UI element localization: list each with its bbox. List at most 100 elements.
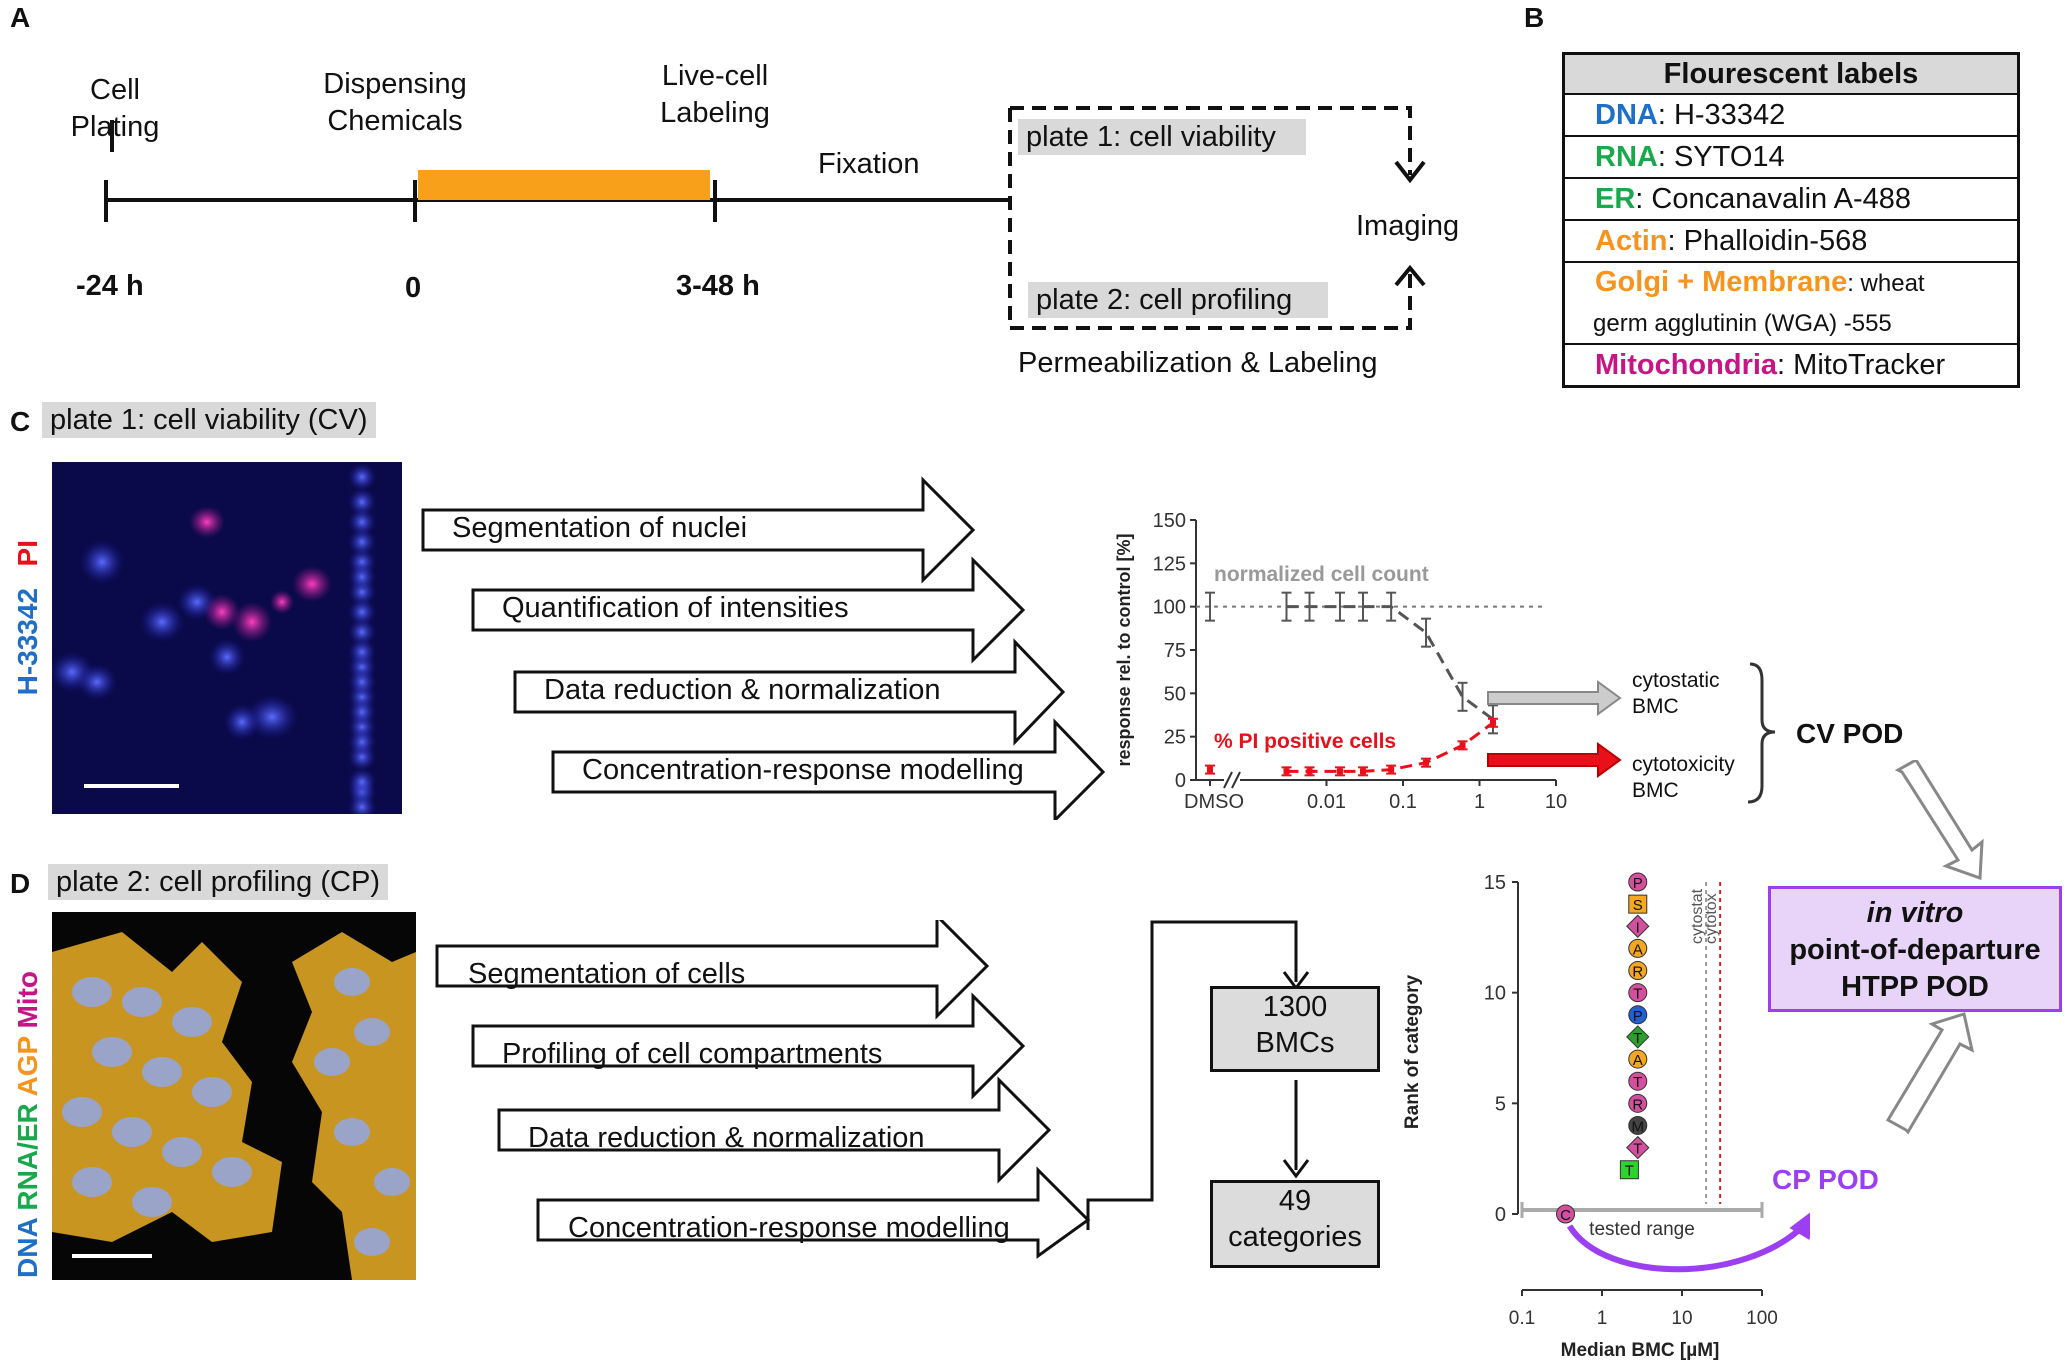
cytotoxic-arrow (1487, 742, 1622, 778)
cv-arrows (421, 476, 1106, 820)
x-tick-label: 10 (1545, 791, 1567, 813)
category-letter: R (1632, 964, 1643, 981)
y-tick-label: 25 (1164, 727, 1186, 749)
category-point (1628, 872, 1648, 892)
label-value: : SYTO14 (1657, 141, 1785, 173)
table-header: Flourescent labels (1565, 55, 2017, 93)
category-point (1628, 983, 1648, 1003)
data-marker (1207, 766, 1213, 773)
cytostatic-arrow (1487, 680, 1622, 716)
permeabilization-label: Permeabilization & Labeling (1018, 347, 1378, 379)
bmc-arrows (1487, 662, 1776, 804)
pod-arrows (1885, 760, 1984, 1135)
bmcs-box: 1300 BMCs (1210, 986, 1380, 1072)
category-point (1628, 1115, 1648, 1135)
cytotoxicity-label: cytotoxicity BMC (1632, 753, 1735, 802)
profiling-micrograph (52, 912, 416, 1280)
series-line (1286, 721, 1494, 773)
htpp-pod-box: in vitro point-of-departure HTPP POD (1768, 886, 2062, 1012)
cp-step-1: Segmentation of cells (468, 958, 746, 990)
category-point (1628, 938, 1648, 958)
label-key: ER (1595, 183, 1636, 215)
cv-step-1: Segmentation of nuclei (452, 512, 748, 544)
label-value-cont: germ agglutinin (WGA) -555 (1593, 310, 1892, 337)
plate2-tag: plate 2: cell profiling (1028, 282, 1328, 318)
step-arrow (471, 556, 1026, 664)
cp-arrows (435, 920, 1091, 1259)
plate2-title: plate 2: cell profiling (CP) (48, 864, 388, 900)
y-tick-label: 0 (1175, 770, 1186, 792)
plate1-title: plate 1: cell viability (CV) (42, 402, 376, 438)
category-point (1626, 914, 1650, 938)
y-tick-label: 50 (1164, 683, 1186, 705)
y-tick-label: 5 (1495, 1093, 1506, 1115)
category-point (1556, 1204, 1576, 1224)
category-letter: S (1633, 897, 1643, 914)
plate1-tag: plate 1: cell viability (1018, 119, 1306, 155)
category-letter: T (1633, 986, 1642, 1003)
cv-step-3: Data reduction & normalization (544, 674, 941, 706)
panel-label-a: A (10, 2, 31, 33)
panel-label-c: C (10, 406, 31, 437)
x-tick-label: 0.1 (1509, 1308, 1535, 1329)
cp-step-2: Profiling of cell compartments (502, 1038, 883, 1070)
category-point (1619, 1160, 1639, 1180)
time-0: 0 (405, 272, 422, 304)
step-arrow (421, 476, 976, 584)
x-tick-label: DMSO (1184, 791, 1244, 813)
hollow-arrow (1894, 760, 1984, 881)
label-key: Actin (1595, 225, 1668, 257)
y-tick-label: 15 (1484, 872, 1506, 894)
table-row: Actin: Phalloidin-568 (1565, 219, 2017, 261)
category-point (1628, 1093, 1648, 1113)
cp-step-4: Concentration-response modelling (568, 1212, 1010, 1244)
cell-plating-label: Cell Plating (70, 74, 160, 143)
cv-step-4: Concentration-response modelling (582, 754, 1024, 786)
step-arrow (551, 718, 1106, 820)
table-row: ER: Concanavalin A-488 (1565, 177, 2017, 219)
cv-step-2: Quantification of intensities (502, 592, 849, 624)
threshold-label: cytotox (1703, 893, 1720, 944)
time-neg24: -24 h (76, 270, 144, 302)
hollow-arrow (1885, 1012, 1975, 1135)
cp-step-3: Data reduction & normalization (528, 1122, 925, 1154)
step-arrow (497, 1076, 1052, 1184)
label-key: DNA (1595, 99, 1658, 131)
imaging-label: Imaging (1356, 210, 1460, 242)
series-line (1286, 605, 1494, 721)
y-axis-label: response rel. to control [%] (1114, 533, 1134, 766)
category-point (1628, 1005, 1648, 1025)
x-tick-label: 0.1 (1389, 791, 1417, 813)
category-letter: P (1633, 1008, 1643, 1025)
category-point (1628, 961, 1648, 981)
cp-pod-arrowhead (1789, 1212, 1810, 1240)
label-value: : MitoTracker (1777, 349, 1946, 381)
panel-label-d: D (10, 868, 31, 899)
category-letter: T (1633, 1141, 1642, 1158)
dispensing-label: Dispensing Chemicals (323, 68, 467, 137)
category-letter: A (1633, 1052, 1643, 1069)
table-row: Golgi + Membrane: wheat germ agglutinin … (1565, 261, 2017, 341)
table-row: DNA: H-33342 (1565, 93, 2017, 135)
category-letter: T (1633, 1030, 1642, 1047)
exposure-bar (418, 170, 710, 200)
live-cell-label: Live-cell Labeling (660, 60, 770, 129)
category-point (1628, 1049, 1648, 1069)
category-point (1628, 894, 1648, 914)
series-label: % PI positive cells (1214, 730, 1396, 753)
axis-break (1223, 771, 1241, 789)
y-tick-label: 75 (1164, 640, 1186, 662)
x-tick-label: 100 (1746, 1308, 1778, 1329)
category-letter: I (1636, 919, 1640, 936)
threshold-label: cytostat (1689, 888, 1706, 944)
label-value: : Phalloidin-568 (1667, 225, 1868, 257)
category-letter: R (1632, 1096, 1643, 1113)
cp-pod-label: CP POD (1772, 1164, 1879, 1195)
labels-table: Flourescent labels DNA: H-33342 RNA: SYT… (1562, 52, 2020, 388)
category-point (1626, 1135, 1650, 1160)
data-marker (1423, 759, 1430, 766)
table-row: RNA: SYTO14 (1565, 135, 2017, 177)
data-marker (1459, 742, 1466, 749)
